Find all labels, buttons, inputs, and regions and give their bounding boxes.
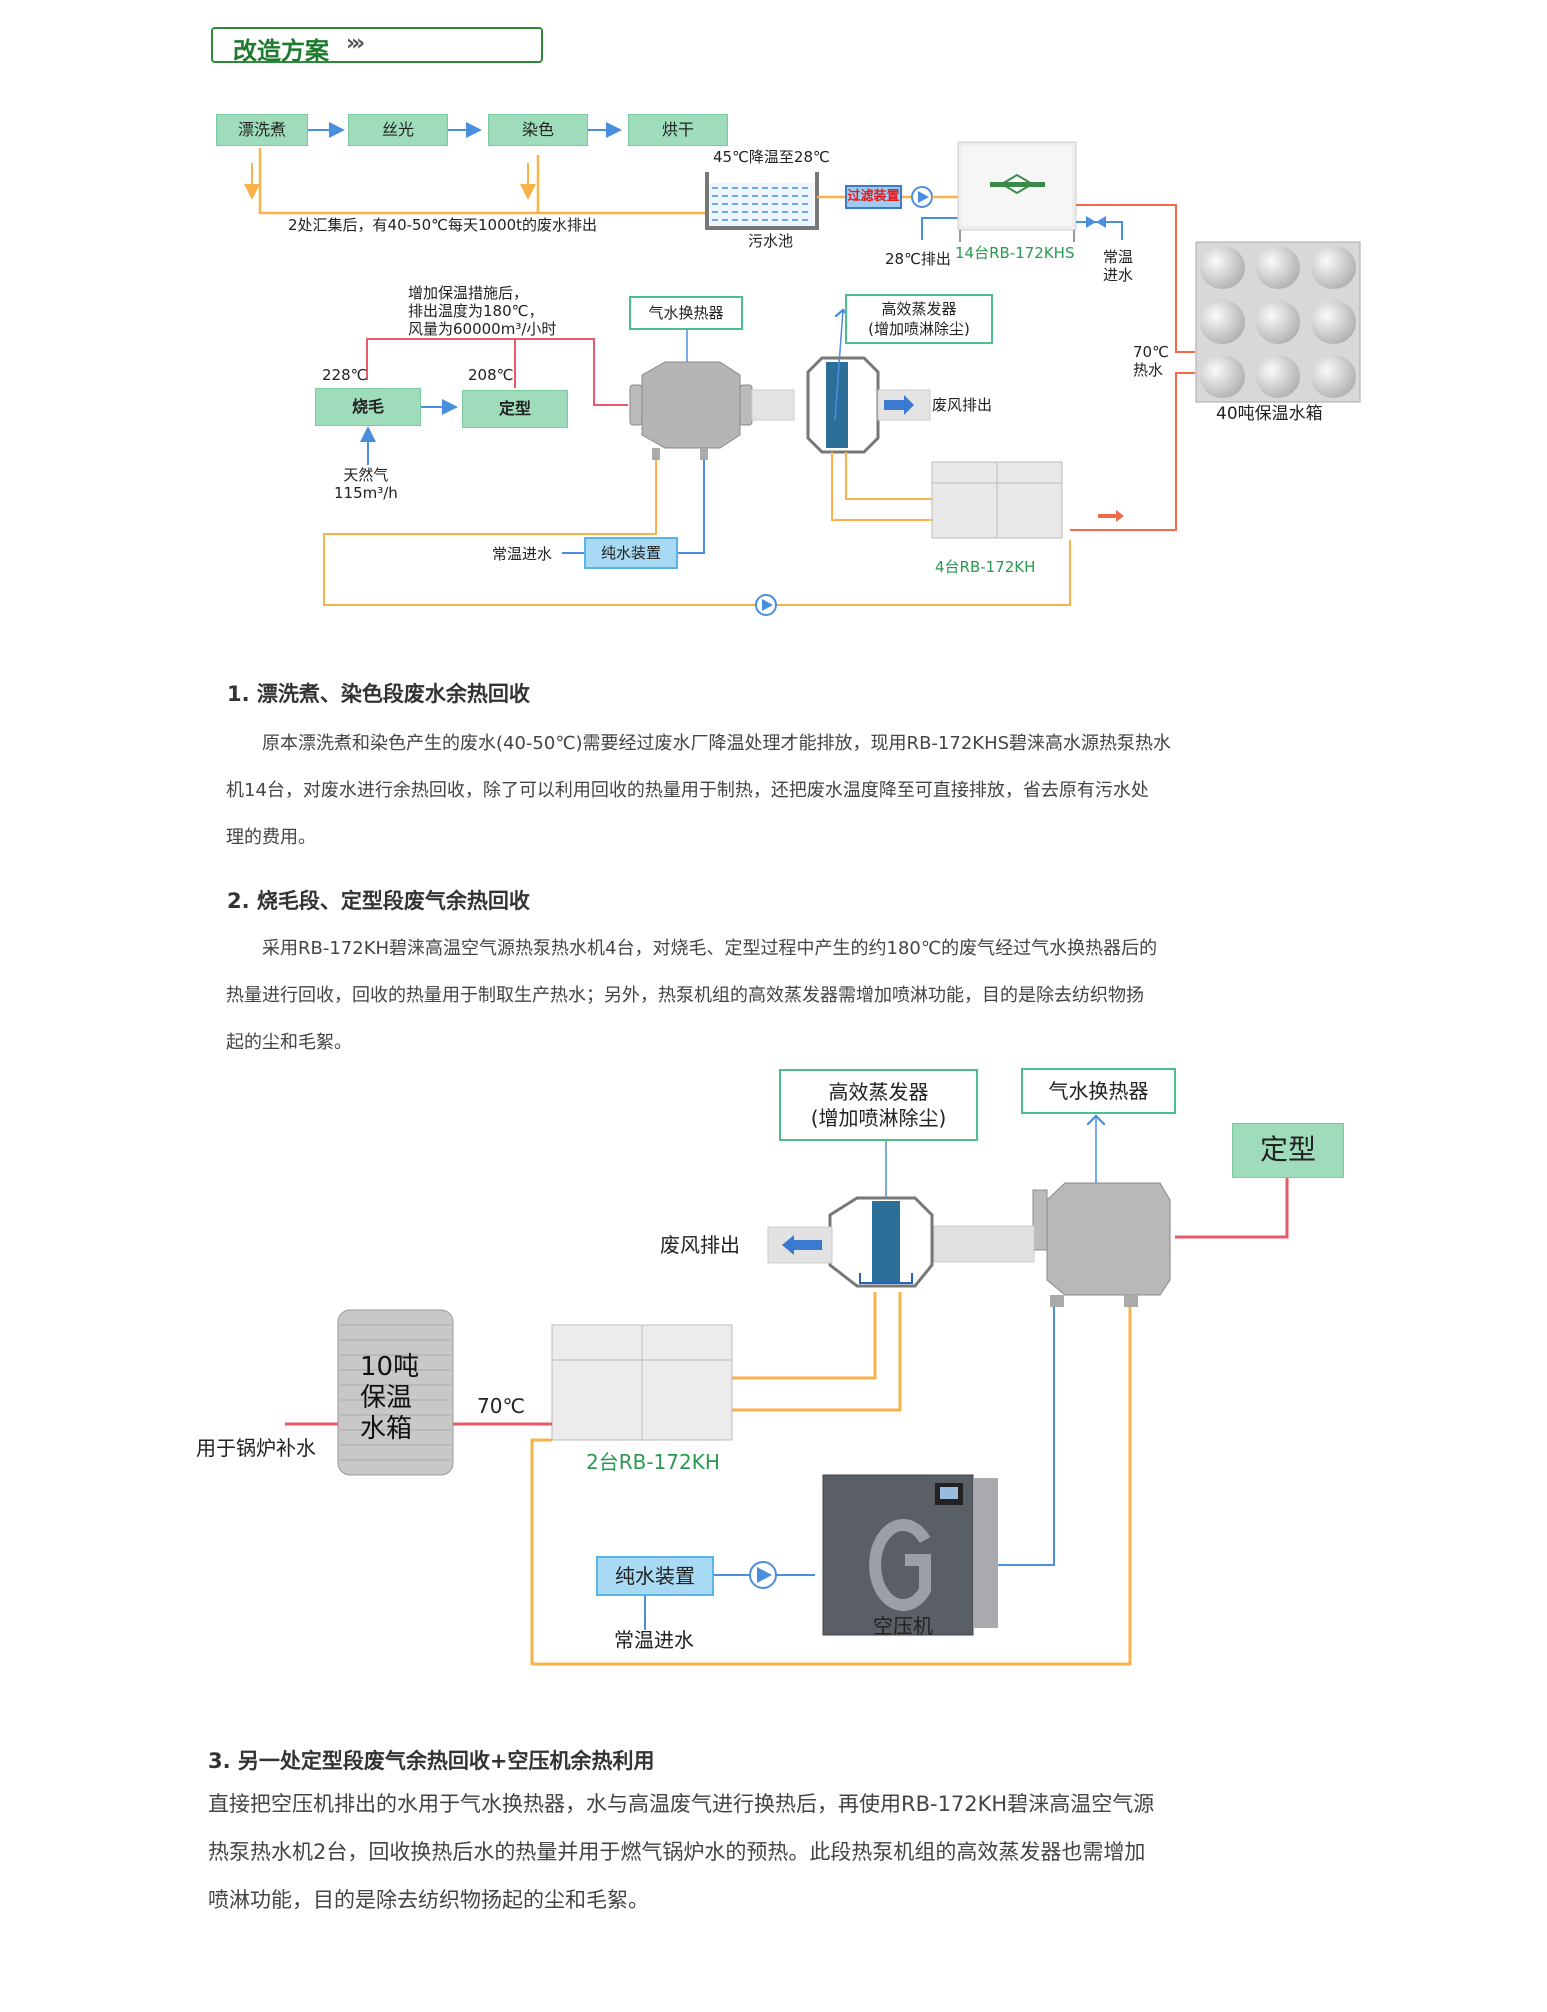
compressor-label: 空压机 <box>873 1614 933 1638</box>
discharge-label: 28℃排出 <box>885 250 951 268</box>
inlet-water-label: 常温进水 <box>492 545 553 563</box>
pool-temp: 45℃降温至28℃ <box>713 148 830 166</box>
tank-10t-label: 10吨 保温 水箱 <box>360 1352 420 1444</box>
process-setting: 定型 <box>1232 1123 1344 1178</box>
khs-unit-label: 14台RB-172KHS <box>955 244 1075 262</box>
chevrons-icon: ››› <box>346 31 365 56</box>
kh-unit-image <box>551 1324 733 1441</box>
gas-water-exchanger-image <box>1046 1182 1171 1296</box>
air-compressor-image <box>822 1474 974 1636</box>
section-paragraph: 原本漂洗煮和染色产生的废水(40-50℃)需要经过废水厂降温处理才能排放，现用R… <box>226 733 1172 848</box>
section-paragraph: 直接把空压机排出的水用于气水换热器，水与高温废气进行换热后，再使用RB-172K… <box>208 1792 1155 1912</box>
section-heading: 2. 烧毛段、定型段废气余热回收 <box>227 889 530 913</box>
sewage-pool <box>705 172 819 230</box>
hot-water-arrow <box>1098 510 1124 522</box>
process-setting: 定型 <box>462 390 568 428</box>
banner-title: 改造方案 <box>233 37 329 65</box>
process-step-bleach: 漂洗煮 <box>216 114 308 146</box>
evaporator-label-box: 高效蒸发器 (增加喷淋除尘) <box>845 294 993 344</box>
exhaust-arrow <box>884 395 914 415</box>
pool-label: 污水池 <box>748 232 794 250</box>
hot-water-loop <box>323 460 1071 606</box>
pure-water-device: 纯水装置 <box>584 537 678 569</box>
section-heading: 3. 另一处定型段废气余热回收+空压机余热利用 <box>208 1749 655 1773</box>
section-paragraph: 采用RB-172KH碧涞高温空气源热泵热水机4台，对烧毛、定型过程中产生的约18… <box>226 938 1158 1053</box>
pump-icon <box>749 1561 777 1589</box>
exhaust-out-label: 废风排出 <box>932 396 993 414</box>
valve-icon <box>1086 216 1106 228</box>
exhaust-note: 增加保温措施后， 排出温度为180℃， 风量为60000m³/小时 <box>408 284 557 338</box>
kh-unit-label: 2台RB-172KH <box>586 1450 720 1474</box>
filter-device: 过滤装置 <box>845 185 902 209</box>
evaporator-image <box>828 1196 934 1288</box>
pure-water-device: 纯水装置 <box>596 1556 714 1596</box>
wastewater-pipe <box>258 148 706 215</box>
gas-water-exchanger-image <box>641 361 741 449</box>
hot-temp-label: 70℃ <box>477 1394 525 1418</box>
process-singe: 烧毛 <box>315 388 421 426</box>
evaporator-label-box: 高效蒸发器 (增加喷淋除尘) <box>779 1069 978 1141</box>
exchanger-label-box: 气水换热器 <box>629 296 743 330</box>
process-step-dye: 染色 <box>488 114 588 146</box>
natural-gas-label: 天然气 115m³/h <box>334 466 398 502</box>
setting-temp: 208℃ <box>468 366 514 384</box>
process-step-mercerize: 丝光 <box>348 114 448 146</box>
section-banner: 改造方案 ››› <box>211 27 543 65</box>
kh-unit-label: 4台RB-172KH <box>935 558 1036 576</box>
exhaust-pipe <box>366 338 628 406</box>
exhaust-pipe <box>1175 1178 1289 1239</box>
inlet-label: 常温 进水 <box>1103 248 1134 284</box>
boiler-makeup-label: 用于锅炉补水 <box>196 1436 316 1460</box>
process-step-dry: 烘干 <box>628 114 728 146</box>
drain-note: 2处汇集后，有40-50℃每天1000t的废水排出 <box>288 216 598 234</box>
exchanger-label-box: 气水换热器 <box>1021 1068 1176 1114</box>
exhaust-arrow <box>782 1235 822 1255</box>
singe-temp: 228℃ <box>322 366 368 384</box>
inlet-water-label: 常温进水 <box>614 1628 694 1652</box>
hot-water-loop <box>530 1307 1132 1666</box>
exhaust-out-label: 废风排出 <box>660 1233 740 1257</box>
tank-cells <box>1196 242 1360 402</box>
hot-water-label: 70℃ 热水 <box>1133 343 1169 379</box>
section-heading: 1. 漂洗煮、染色段废水余热回收 <box>227 682 530 706</box>
tank-40t-label: 40吨保温水箱 <box>1216 404 1323 424</box>
